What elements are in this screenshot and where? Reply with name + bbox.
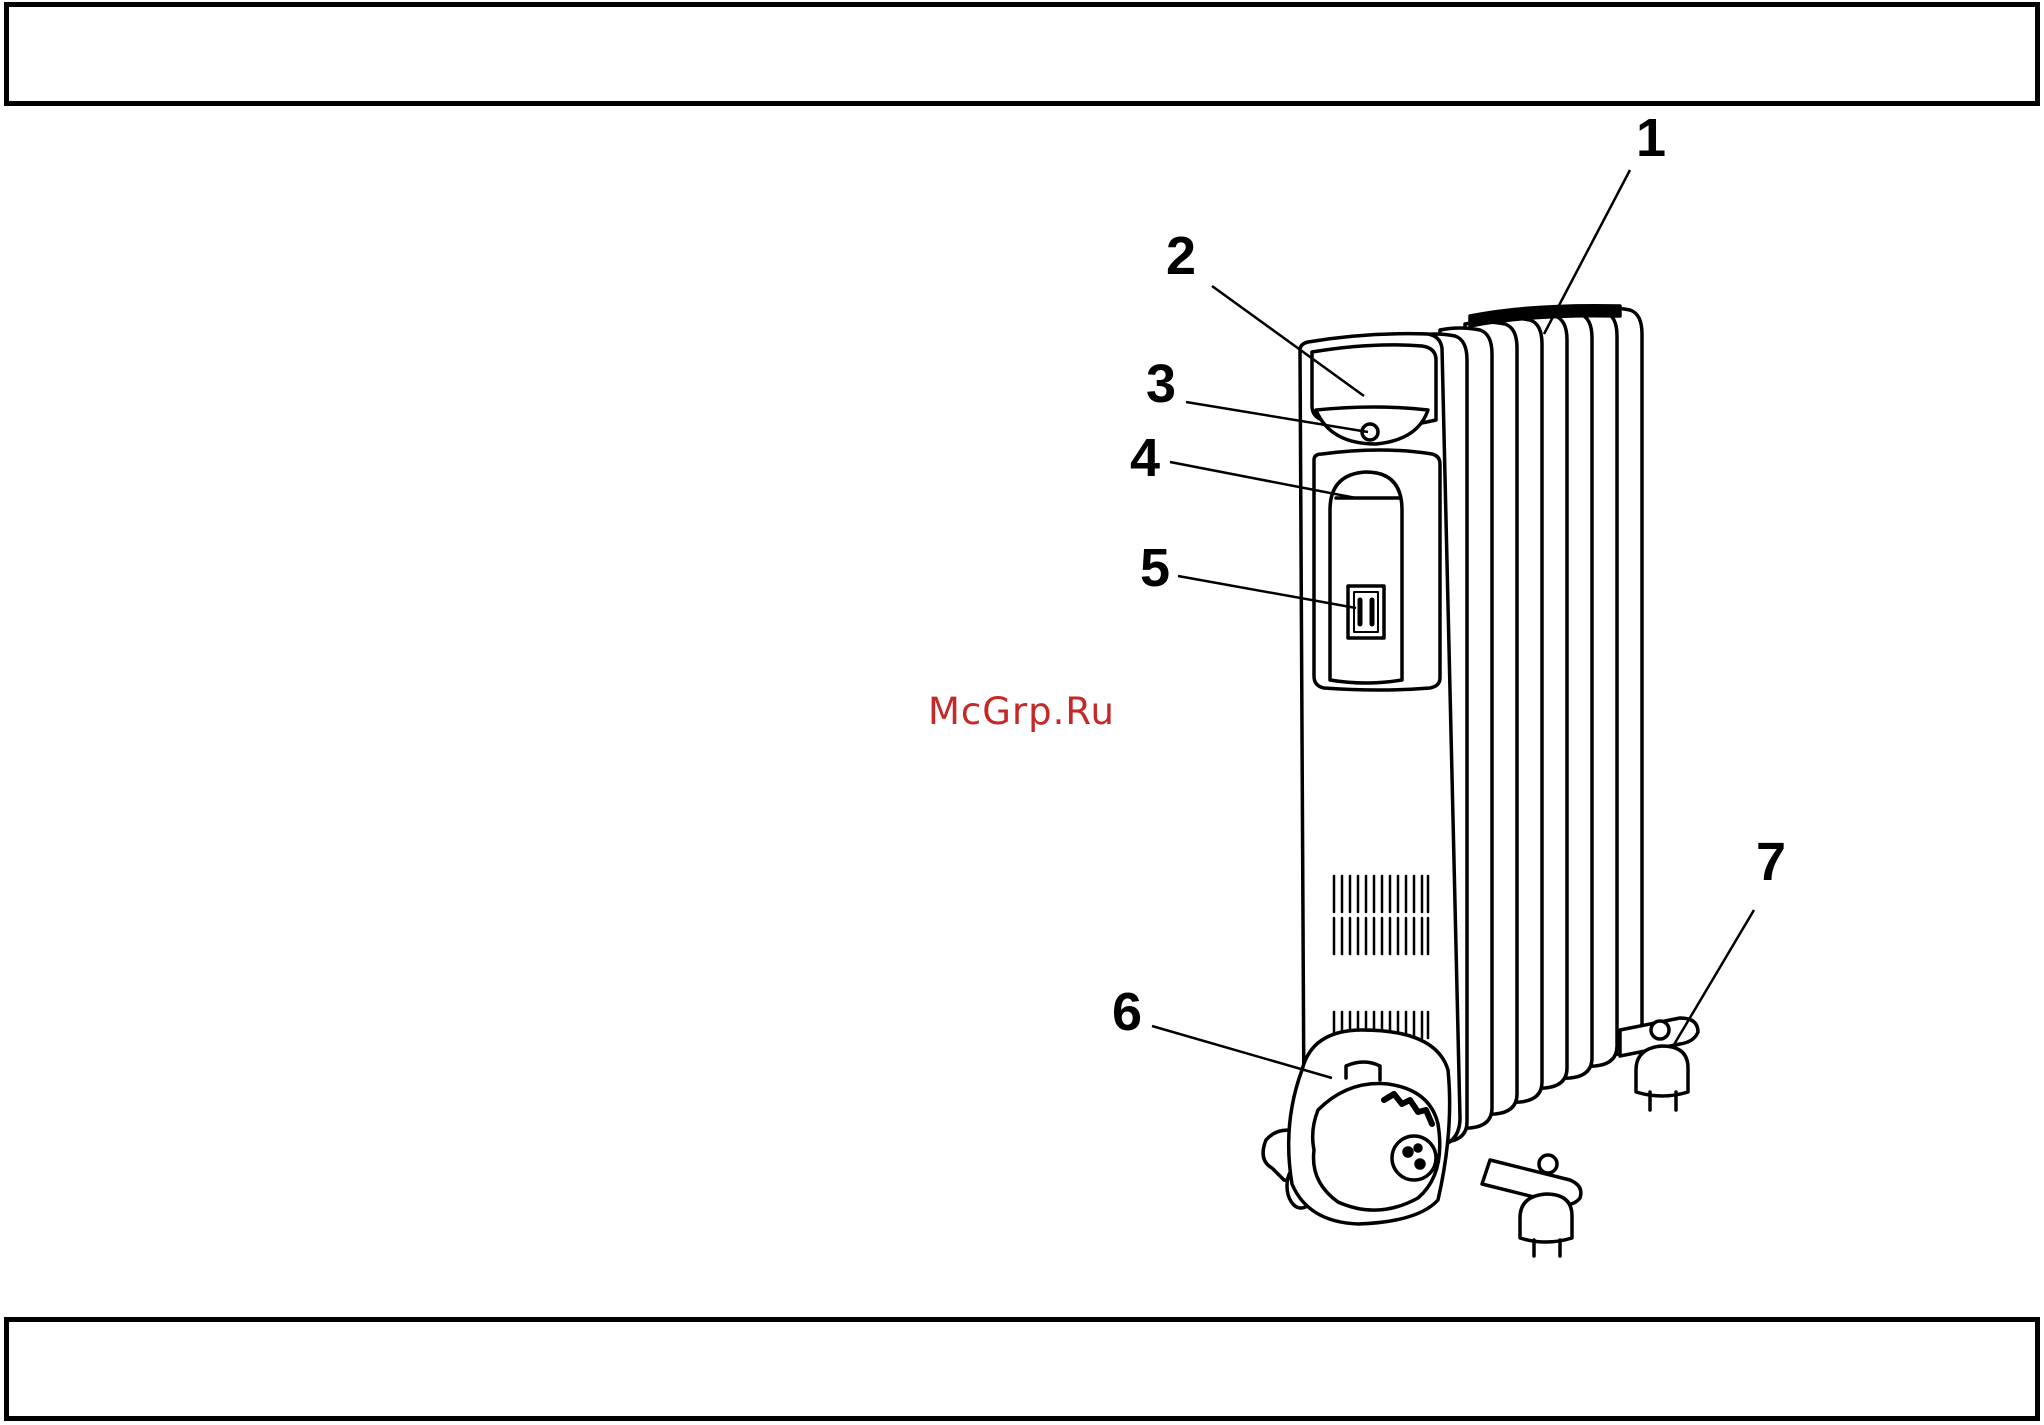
- callout-7: 7: [1756, 832, 1786, 892]
- watermark: McGrp.Ru: [928, 690, 1115, 733]
- callout-3: 3: [1146, 354, 1176, 414]
- callout-6: 6: [1112, 982, 1142, 1042]
- rear-wheel: [1636, 1046, 1688, 1096]
- handle: [1330, 472, 1402, 683]
- knob-grip: [1346, 1062, 1380, 1080]
- callout-2: 2: [1166, 226, 1196, 286]
- callout-4: 4: [1130, 428, 1160, 488]
- callout-1: 1: [1636, 108, 1666, 168]
- callout-5: 5: [1140, 538, 1170, 598]
- front-wheel: [1520, 1194, 1572, 1242]
- power-socket: [1392, 1136, 1436, 1180]
